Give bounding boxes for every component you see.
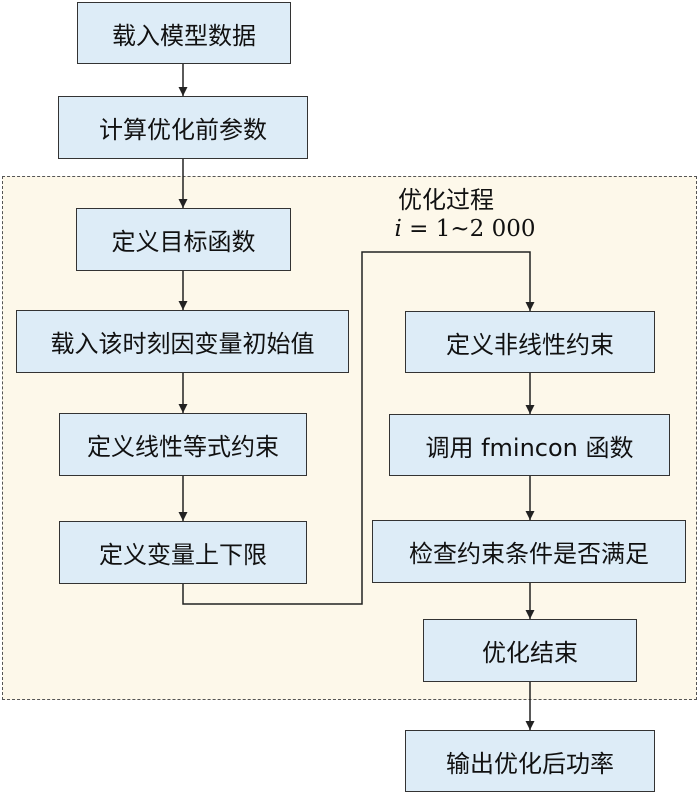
node-call-fmincon: 调用 fmincon 函数 (389, 414, 670, 476)
iteration-range-label: i = 1~2 000 (380, 216, 550, 242)
node-output-optimized-power: 输出优化后功率 (405, 730, 655, 792)
node-define-nonlinear-constraints: 定义非线性约束 (405, 311, 655, 373)
node-load-model-data: 载入模型数据 (77, 2, 291, 64)
node-check-constraints: 检查约束条件是否满足 (372, 520, 686, 583)
iteration-variable: i (394, 216, 402, 242)
node-optimization-end: 优化结束 (423, 619, 637, 682)
node-define-variable-bounds: 定义变量上下限 (59, 521, 307, 584)
connector-bounds-to-nonlinear (182, 251, 535, 605)
node-load-initial-values: 载入该时刻因变量初始值 (16, 310, 349, 373)
region-title: 优化过程 (398, 186, 494, 214)
node-define-linear-equality-constraints: 定义线性等式约束 (59, 413, 307, 476)
iteration-range: = 1~2 000 (409, 216, 536, 242)
node-define-objective-function: 定义目标函数 (76, 208, 291, 271)
node-calc-pre-optimization-params: 计算优化前参数 (58, 96, 308, 159)
